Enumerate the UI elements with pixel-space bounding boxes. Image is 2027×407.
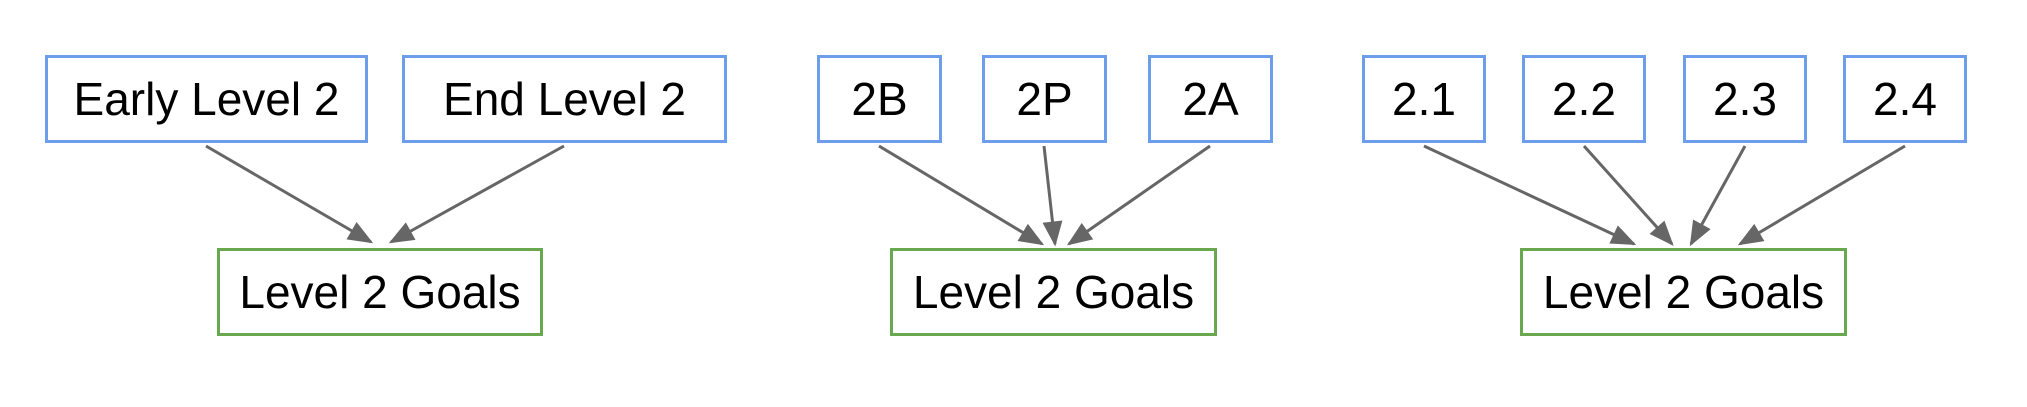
arrow-2p-to-goals [1042,145,1063,247]
source-box-2-2: 2.2 [1522,55,1646,143]
source-box-end-level-2: End Level 2 [402,55,727,143]
arrow-2-4-to-goals [1737,144,1906,246]
target-box-level-2-goals-1: Level 2 Goals [217,248,543,336]
arrow-2-3-to-goals [1689,145,1747,247]
source-box-2-4: 2.4 [1843,55,1967,143]
arrow-2a-to-goals [1066,144,1211,246]
source-box-2p: 2P [982,55,1107,143]
source-box-2-1: 2.1 [1362,55,1486,143]
target-box-level-2-goals-2: Level 2 Goals [890,248,1217,336]
source-box-early-level-2: Early Level 2 [45,55,368,143]
arrow-early-level2-to-goals [205,144,374,244]
arrow-2b-to-goals [878,144,1045,246]
arrow-end-level2-to-goals [388,144,565,244]
arrow-2-1-to-goals [1423,144,1637,246]
source-box-2-3: 2.3 [1683,55,1807,143]
arrow-2-2-to-goals [1582,144,1674,246]
source-box-2b: 2B [817,55,942,143]
target-box-level-2-goals-3: Level 2 Goals [1520,248,1847,336]
source-box-2a: 2A [1148,55,1273,143]
